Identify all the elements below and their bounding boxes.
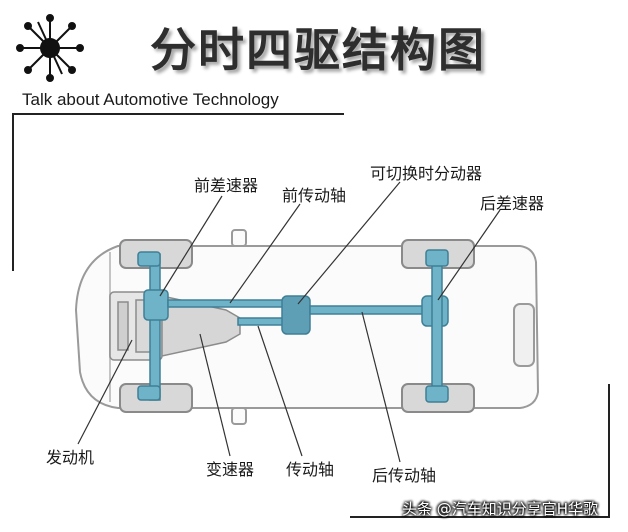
label-engine: 发动机 [46,448,95,467]
leader-rear-driveshaft [361,311,401,463]
leader-rear-differential [437,209,501,301]
label-rear-differential: 后差速器 [480,194,545,213]
right-frame-bar [608,384,610,518]
leader-driveshaft [257,325,303,457]
leader-front-differential [159,195,223,297]
page-subtitle: Talk about Automotive Technology [22,90,279,109]
bottom-frame-bar [350,516,610,518]
front-differential [143,289,169,321]
watermark: 头条 @汽车知识分享官H华歌 [402,500,599,518]
label-transfer-case: 可切换时分动器 [370,164,483,183]
label-transmission: 变速器 [206,460,255,479]
rear-axle [431,253,443,401]
page-title: 分时四驱结构图 [150,23,486,77]
leader-lines [77,181,501,463]
leader-engine [77,339,133,445]
label-driveshaft: 传动轴 [286,460,335,479]
subtitle-underline [14,113,344,115]
label-front-differential: 前差速器 [194,176,259,195]
transfer-case [281,295,311,335]
front-driveshaft [167,299,291,308]
leader-transfer-case [297,181,401,305]
rear-driveshaft [309,305,427,315]
wheels [119,239,475,413]
label-front-driveshaft: 前传动轴 [282,186,347,205]
left-frame-bar [12,113,14,271]
transmission [161,295,241,357]
drivetrain [137,249,449,403]
front-axle [149,253,161,401]
label-rear-driveshaft: 后传动轴 [372,466,437,485]
leader-transmission [199,333,231,457]
leader-front-driveshaft [229,203,301,304]
network-star-icon [16,14,84,82]
